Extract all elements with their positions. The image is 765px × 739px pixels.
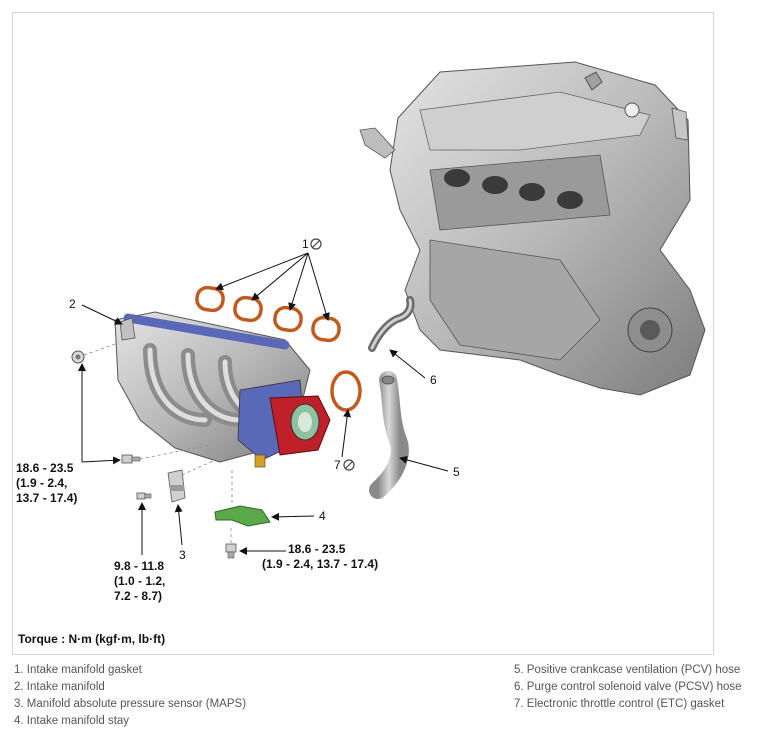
etc-gasket — [330, 370, 362, 412]
pcv-hose — [369, 371, 409, 499]
callout-6: 6 — [430, 373, 437, 387]
torque-value: 9.8 - 11.8 — [114, 559, 165, 573]
torque-kgf: (1.0 - 1.2, — [114, 574, 166, 588]
no-reuse-icon — [310, 238, 322, 250]
maps-sensor — [167, 469, 186, 503]
torque-units-title: Torque : N·m (kgf·m, lb·ft) — [18, 632, 166, 646]
callout-7: 7 — [334, 458, 341, 472]
legend-item: 4. Intake manifold stay — [14, 715, 130, 727]
stay-bolt — [225, 543, 237, 559]
torque-spec-stay-bolt: 18.6 - 23.5 (1.9 - 2.4, 13.7 - 17.4) — [262, 542, 378, 572]
manifold-bolt — [121, 454, 141, 464]
legend-left: 1. Intake manifold gasket 2. Intake mani… — [14, 662, 246, 730]
torque-lbft: 13.7 - 17.4) — [16, 491, 78, 505]
callout-2: 2 — [69, 297, 76, 311]
torque-spec-sensor-bolt: 9.8 - 11.8 (1.0 - 1.2, 7.2 - 8.7) — [114, 559, 165, 604]
torque-spec-manifold-nut: 18.6 - 23.5 (1.9 - 2.4, 13.7 - 17.4) — [16, 461, 77, 506]
torque-value: 18.6 - 23.5 — [16, 461, 74, 475]
legend-item: 1. Intake manifold gasket — [14, 664, 142, 676]
legend-item: 7. Electronic throttle control (ETC) gas… — [514, 698, 725, 710]
legend-item: 6. Purge control solenoid valve (PCSV) h… — [514, 681, 742, 693]
manifold-nut — [71, 350, 85, 364]
callout-1: 1 — [302, 237, 309, 251]
torque-value: 18.6 - 23.5 — [288, 542, 346, 556]
legend-item: 5. Positive crankcase ventilation (PCV) … — [514, 664, 741, 676]
intake-manifold — [114, 311, 331, 468]
intake-manifold-stay — [214, 505, 271, 527]
leader-lines — [78, 252, 449, 555]
maps-bolt — [136, 492, 152, 500]
legend-right: 5. Positive crankcase ventilation (PCV) … — [514, 662, 742, 713]
torque-kgf-lbft: (1.9 - 2.4, 13.7 - 17.4) — [262, 557, 379, 571]
callout-4: 4 — [319, 509, 326, 523]
engine-block — [359, 61, 706, 396]
callout-3: 3 — [179, 548, 186, 562]
legend-item: 3. Manifold absolute pressure sensor (MA… — [14, 698, 247, 710]
legend-item: 2. Intake manifold — [14, 681, 105, 693]
no-reuse-icon — [343, 459, 355, 471]
torque-kgf: (1.9 - 2.4, — [16, 476, 68, 490]
callout-5: 5 — [453, 465, 460, 479]
torque-lbft: 7.2 - 8.7) — [114, 589, 163, 603]
